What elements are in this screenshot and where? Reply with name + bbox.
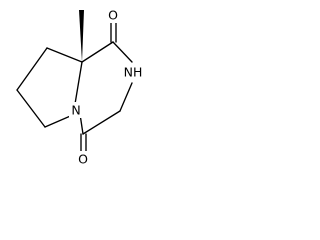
bonds bbox=[16, 10, 133, 153]
atom-nh: NH bbox=[124, 65, 143, 80]
bond-c3-c4 bbox=[82, 110, 121, 135]
bond-c8a-c8 bbox=[46, 47, 83, 63]
bond-c8-c7 bbox=[16, 47, 48, 91]
bond-c1-nh bbox=[112, 41, 133, 63]
bond-nh-c3 bbox=[119, 82, 133, 112]
atom-nitrogen-ring: N bbox=[71, 103, 80, 118]
atom-labels: O NH N O bbox=[69, 7, 145, 167]
atom-oxygen-top: O bbox=[108, 8, 118, 23]
bond-c8a-c1 bbox=[81, 41, 114, 63]
atom-oxygen-bottom: O bbox=[78, 152, 88, 167]
methyl-wedge-bond bbox=[79, 10, 84, 62]
bond-n-c8a bbox=[74, 61, 83, 105]
bond-c7-c6 bbox=[16, 89, 46, 128]
chemical-structure-diagram: O NH N O bbox=[16, 7, 145, 167]
